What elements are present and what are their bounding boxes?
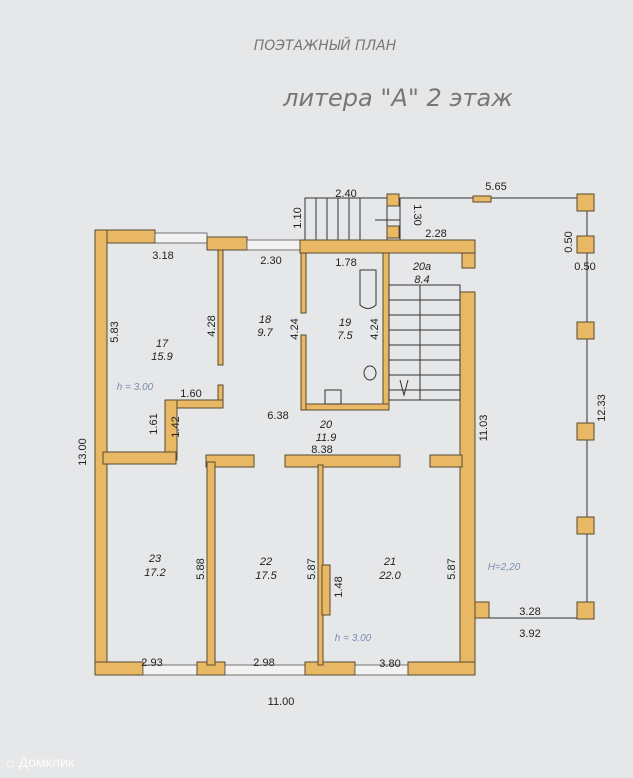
room-area: 7.5 [337, 330, 353, 342]
dimension: 3.92 [519, 628, 540, 640]
dimension: 4.24 [289, 318, 301, 339]
watermark-label: Домклик [18, 754, 74, 770]
dimension: 1.10 [292, 207, 304, 228]
dimension: 1.42 [170, 416, 182, 437]
dimension: 1.30 [411, 204, 423, 225]
room-area: 9.7 [257, 327, 273, 339]
exterior-stair [304, 197, 400, 241]
dimension: 6.38 [267, 410, 288, 422]
ceiling-height: h = 3.00 [335, 633, 372, 644]
dimension: 4.24 [369, 318, 381, 339]
room-area: 22.0 [378, 570, 401, 582]
domclick-watermark: ⌂ Домклик [6, 754, 74, 770]
toilet [363, 365, 377, 381]
dimension: 12.33 [596, 394, 608, 422]
room-number: 20a [412, 261, 431, 273]
dimension: 1.78 [335, 257, 356, 269]
dimension: 3.80 [379, 658, 400, 670]
dimension: 1.61 [148, 413, 160, 434]
sink [324, 389, 342, 405]
dimension: 1.48 [333, 576, 345, 597]
dimension: 1.60 [180, 388, 201, 400]
room-area: 17.5 [255, 570, 277, 582]
dimension: 5.87 [446, 558, 458, 579]
room-number: 22 [259, 556, 272, 568]
dimension: 2.28 [425, 228, 446, 240]
dimension: 8.38 [311, 444, 332, 456]
dimension: 5.83 [109, 321, 121, 342]
dimension: 11.00 [268, 696, 295, 708]
room-number: 17 [156, 338, 169, 350]
dimension: 5.88 [195, 558, 207, 579]
ceiling-height: h = 3.00 [117, 382, 154, 393]
dimension: 13.00 [77, 438, 89, 466]
interior-stair [388, 284, 461, 401]
room-number: 21 [383, 556, 396, 568]
room-area: 15.9 [151, 351, 172, 363]
dimension: 0.50 [574, 261, 595, 273]
walls [94, 229, 476, 676]
room-area: 8.4 [414, 274, 429, 286]
terrace [386, 193, 595, 620]
dimension: 5.87 [306, 558, 318, 579]
house-icon: ⌂ [6, 754, 15, 770]
dimension: 2.30 [260, 255, 281, 267]
plan-title: ПОЭТАЖНЫЙ ПЛАН [254, 36, 397, 54]
dimension: 2.98 [253, 657, 274, 669]
room-number: 19 [339, 317, 351, 329]
bathtub [359, 269, 377, 309]
room-number: 23 [148, 553, 162, 565]
dimension: 2.93 [141, 657, 162, 669]
room-number: 18 [259, 314, 272, 326]
dimension: 0.50 [563, 231, 575, 252]
room-number: 20 [319, 419, 333, 431]
dimension: 11.03 [478, 415, 490, 442]
ceiling-height: H=2,20 [488, 562, 521, 573]
room-area: 11.9 [316, 432, 337, 444]
dimension: 4.28 [206, 315, 218, 336]
plan-subtitle: литера "А" 2 этаж [282, 84, 513, 112]
dimension: 3.28 [519, 606, 540, 618]
dimension: 5.65 [485, 181, 506, 193]
room-area: 17.2 [144, 567, 165, 579]
dimension: 2.40 [335, 188, 356, 200]
dimension: 3.18 [152, 250, 173, 262]
